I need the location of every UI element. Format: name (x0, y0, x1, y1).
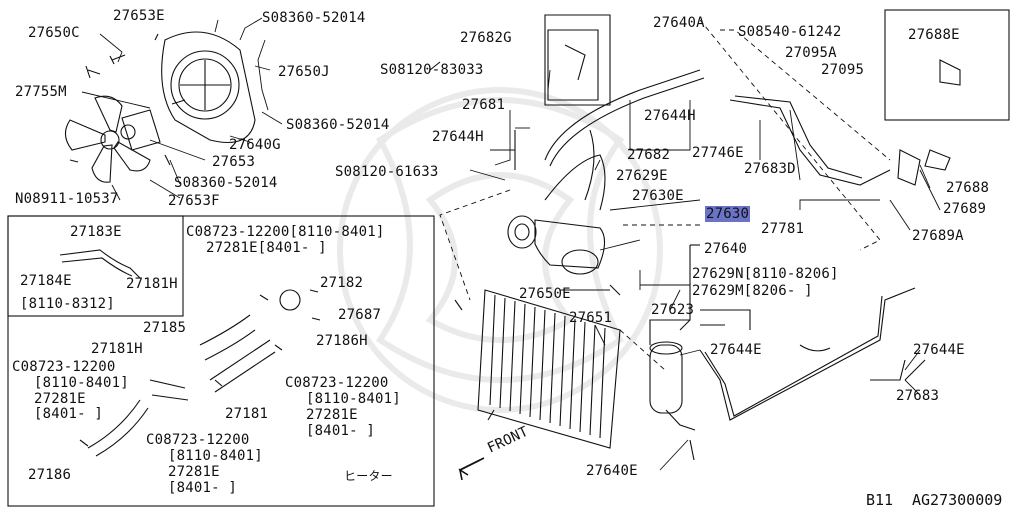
heater-hoses (59, 249, 321, 457)
clamp-08723-12200-d[interactable]: C08723-12200 (146, 432, 250, 448)
part-27781[interactable]: 27781 (761, 221, 805, 237)
part-27640[interactable]: 27640 (704, 241, 748, 257)
part-27281E-d: 27281E (168, 464, 220, 480)
part-27095[interactable]: 27095 (821, 62, 865, 78)
part-27681[interactable]: 27681 (462, 97, 506, 113)
part-27650C[interactable]: 27650C (28, 25, 80, 41)
part-27629N[interactable]: 27629N[8110-8206] (692, 266, 839, 282)
range-b2: [8401- ] (34, 406, 104, 422)
screw-08120-83033[interactable]: S08120-83033 (380, 62, 484, 78)
part-27688[interactable]: 27688 (946, 180, 990, 196)
range-c1: [8110-8401] (306, 391, 401, 407)
nut-08911-10537[interactable]: N08911-10537 (15, 191, 119, 207)
part-27640E[interactable]: 27640E (586, 463, 638, 479)
range-8110-8312: [8110-8312] (20, 296, 115, 312)
part-27682[interactable]: 27682 (627, 147, 671, 163)
part-27183E[interactable]: 27183E (70, 224, 122, 240)
fan-leaders (81, 17, 283, 201)
clamp-08723-12200-a[interactable]: C08723-12200[8110-8401] (186, 224, 385, 240)
range-d1: [8110-8401] (168, 448, 263, 464)
watermark-emblem (337, 87, 663, 413)
part-27640A[interactable]: 27640A (653, 15, 705, 31)
range-d2: [8401- ] (168, 480, 238, 496)
part-27755M[interactable]: 27755M (15, 84, 67, 100)
part-misc (429, 9, 1010, 461)
part-27186H[interactable]: 27186H (316, 333, 368, 349)
screw-08360-52014-a[interactable]: S08360-52014 (262, 10, 366, 26)
screw-08540-61242[interactable]: S08540-61242 (738, 24, 842, 40)
part-27281E-c: 27281E (306, 407, 358, 423)
compressor (507, 215, 606, 275)
part-27653[interactable]: 27653 (212, 154, 256, 170)
fan-shroud (161, 31, 256, 144)
inset-boxes (7, 215, 435, 507)
part-27185[interactable]: 27185 (143, 320, 187, 336)
part-27629E[interactable]: 27629E (616, 168, 668, 184)
screw-08360-52014-c[interactable]: S08360-52014 (174, 175, 278, 191)
receiver-drier (649, 341, 696, 431)
part-27689[interactable]: 27689 (943, 201, 987, 217)
part-27683[interactable]: 27683 (896, 388, 940, 404)
part-27644E-a[interactable]: 27644E (710, 342, 762, 358)
diagram-code: AG27300009 (912, 491, 1003, 509)
range-b1: [8110-8401] (34, 375, 129, 391)
part-27746E[interactable]: 27746E (692, 145, 744, 161)
bracket-dashed-lines (439, 19, 891, 371)
model-code: B11 (866, 491, 894, 509)
part-27184E[interactable]: 27184E (20, 273, 72, 289)
part-27644E-b[interactable]: 27644E (913, 342, 965, 358)
screw-08360-52014-b[interactable]: S08360-52014 (286, 117, 390, 133)
part-27281E-a[interactable]: 27281E[8401- ] (206, 240, 327, 256)
part-27653F[interactable]: 27653F (168, 193, 220, 209)
part-27630-highlighted[interactable]: 27630 (705, 206, 751, 222)
front-arrow (458, 457, 485, 481)
part-27281E-b: 27281E (34, 391, 86, 407)
part-27095A[interactable]: 27095A (785, 45, 837, 61)
label-leaders (469, 69, 941, 471)
part-27181[interactable]: 27181 (225, 406, 269, 422)
refrigerant-hoses (544, 69, 891, 211)
part-27682G[interactable]: 27682G (460, 30, 512, 46)
part-27630E[interactable]: 27630E (632, 188, 684, 204)
part-27688E[interactable]: 27688E (908, 27, 960, 43)
bolts-top-left (69, 33, 186, 166)
clamp-08723-12200-b[interactable]: C08723-12200 (12, 359, 116, 375)
part-27650E[interactable]: 27650E (519, 286, 571, 302)
part-27687[interactable]: 27687 (338, 307, 382, 323)
part-27683D[interactable]: 27683D (744, 161, 796, 177)
part-27651[interactable]: 27651 (569, 310, 613, 326)
part-27181H-b[interactable]: 27181H (91, 341, 143, 357)
part-27650J[interactable]: 27650J (278, 64, 330, 80)
part-27653E[interactable]: 27653E (113, 8, 165, 24)
clamp-08723-12200-c[interactable]: C08723-12200 (285, 375, 389, 391)
part-27186[interactable]: 27186 (28, 467, 72, 483)
part-27644H-a[interactable]: 27644H (432, 129, 484, 145)
fan-blade (64, 95, 151, 183)
part-27640G[interactable]: 27640G (229, 137, 281, 153)
part-27181H-a[interactable]: 27181H (126, 276, 178, 292)
part-27182[interactable]: 27182 (320, 275, 364, 291)
range-c2: [8401- ] (306, 423, 376, 439)
rear-pipe (699, 287, 916, 421)
part-27689A[interactable]: 27689A (912, 228, 964, 244)
part-27629M[interactable]: 27629M[8206- ] (692, 283, 813, 299)
heater-label: ヒーター (344, 469, 393, 483)
part-27623[interactable]: 27623 (651, 302, 695, 318)
fan-motor (120, 109, 161, 151)
part-27644H-b[interactable]: 27644H (644, 108, 696, 124)
condenser (477, 289, 621, 449)
screw-08120-61633[interactable]: S08120-61633 (335, 164, 439, 180)
